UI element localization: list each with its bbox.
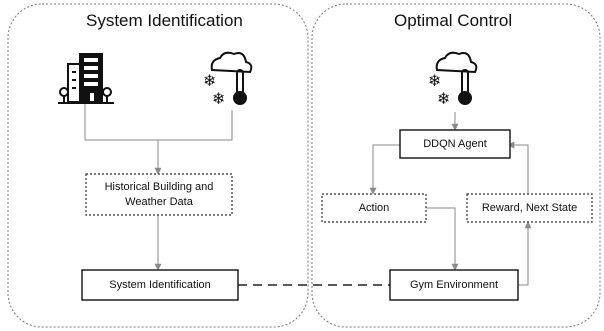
svg-text:❄: ❄	[428, 71, 441, 90]
sysid-box	[81, 269, 239, 301]
left-connectors	[84, 104, 233, 271]
ddqn-agent-label: DDQN Agent	[423, 137, 487, 150]
right-panel	[311, 3, 601, 328]
weather-icon: ❄ ❄	[428, 51, 478, 108]
left-panel-title: System Identification	[86, 11, 243, 30]
action-box	[321, 193, 427, 223]
gym-env-box	[389, 269, 519, 301]
historical-data-box	[85, 173, 233, 216]
left-panel	[7, 3, 309, 328]
svg-text:❄: ❄	[203, 71, 216, 90]
reward-state-label: Reward, Next State	[481, 201, 578, 214]
right-connectors	[369, 112, 532, 286]
svg-text:❄: ❄	[212, 89, 225, 108]
weather-icon: ❄ ❄	[203, 51, 253, 108]
ddqn-agent-box	[399, 129, 511, 159]
gym-env-label: Gym Environment	[409, 278, 499, 291]
historical-data-label: Historical Building and Weather Data	[104, 180, 214, 208]
building-icon	[58, 53, 114, 104]
reward-state-box	[466, 193, 593, 223]
sysid-label: System Identification	[109, 278, 211, 291]
svg-text:❄: ❄	[437, 89, 450, 108]
right-panel-title: Optimal Control	[394, 11, 513, 30]
action-label: Action	[358, 201, 390, 214]
